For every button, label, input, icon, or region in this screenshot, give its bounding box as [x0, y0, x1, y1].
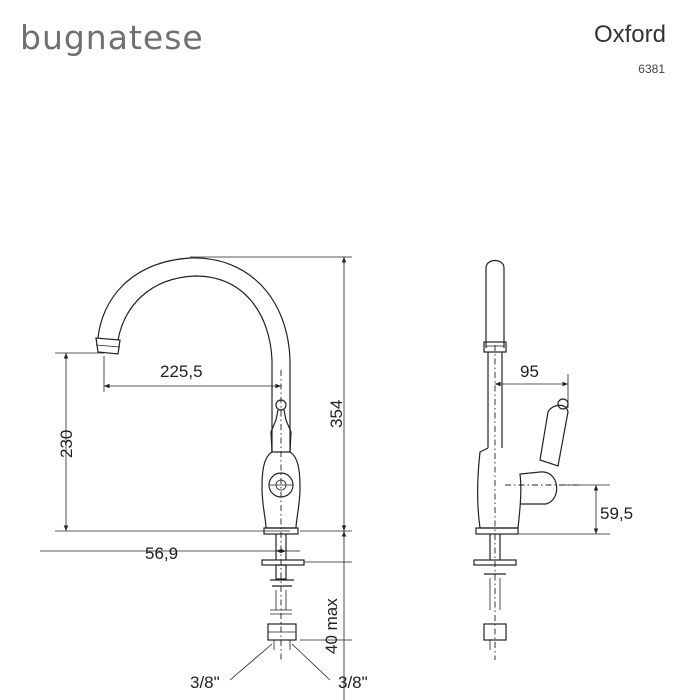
dim-connector-right: 3/8" [338, 673, 368, 692]
mounting-plate [261, 559, 305, 566]
front-view [95, 257, 305, 660]
dim-base-offset: 56,9 [145, 544, 178, 563]
dim-side-handle-height: 59,5 [600, 504, 633, 523]
front-dimensions: 225,5 230 354 56,9 40 max 3/8" 3/8" [40, 256, 368, 700]
side-aerator [483, 341, 507, 353]
aerator [95, 337, 121, 355]
spout-inner [117, 275, 273, 452]
side-view [473, 259, 580, 660]
dim-deck-thickness: 40 max [322, 598, 341, 654]
side-body [477, 447, 558, 529]
spout-outer [97, 257, 291, 452]
model-name: Oxford [593, 21, 666, 48]
dim-connector-left: 3/8" [190, 673, 220, 692]
side-spout [485, 259, 505, 348]
dim-total-height: 354 [327, 400, 346, 428]
dim-spout-height: 230 [57, 430, 76, 458]
side-dimensions: 95 59,5 [495, 362, 633, 535]
model-code: 6381 [638, 62, 665, 76]
dim-side-reach: 95 [520, 362, 539, 381]
brand-logo: bugnatese [20, 18, 204, 57]
dim-spout-reach: 225,5 [160, 362, 203, 381]
side-handle [539, 404, 569, 467]
